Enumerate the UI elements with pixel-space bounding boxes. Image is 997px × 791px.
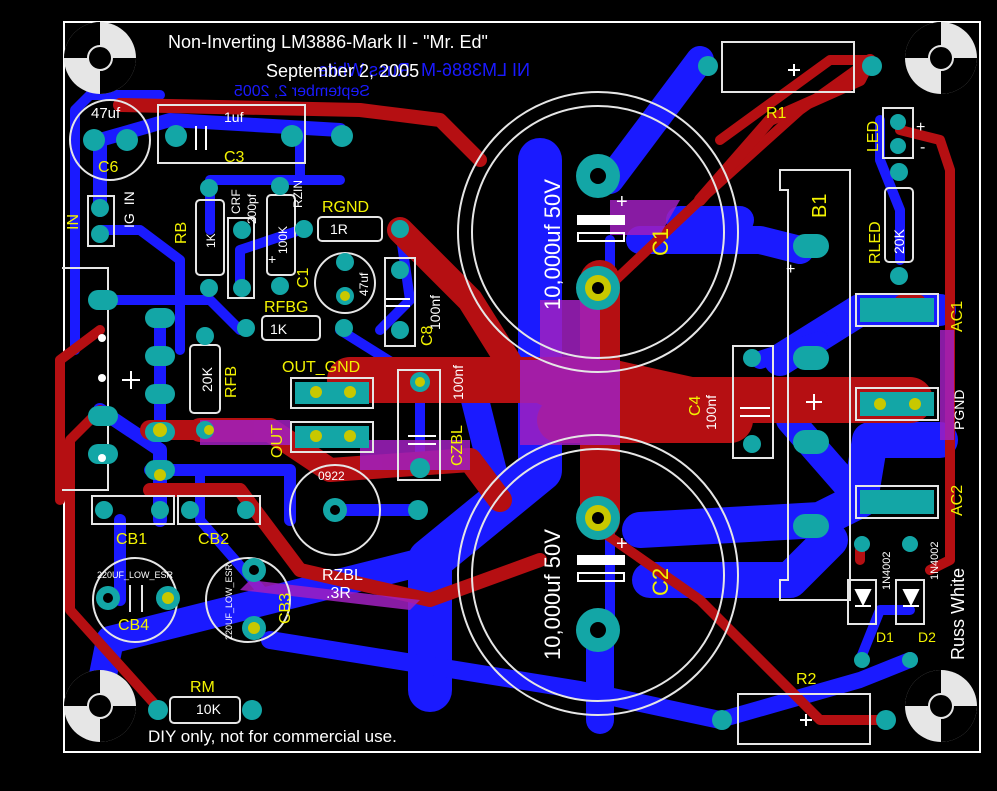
component-symbols: [122, 64, 920, 726]
ac2-label: AC2: [949, 485, 966, 516]
mounting-hole-bl: [64, 670, 136, 742]
pads: [83, 56, 934, 730]
c3-label: C3: [224, 149, 245, 166]
c4-value: 100nf: [703, 395, 719, 430]
footer-notice: DIY only, not for commercial use.: [148, 727, 397, 746]
c1-small-plus: +: [268, 251, 276, 267]
pgnd-label: PGND: [951, 390, 967, 430]
ac1-label: AC1: [949, 301, 966, 332]
c2-plus: +: [616, 533, 628, 555]
c8-value: 100nf: [427, 295, 443, 330]
rzbl-label: RZBL: [322, 567, 363, 584]
c2-outline: [457, 434, 739, 716]
r2-label: R2: [796, 671, 817, 688]
out-gnd-label: OUT_GND: [282, 359, 360, 376]
cb4-value: 220UF_LOW_ESR: [97, 570, 174, 580]
led-minus: -: [920, 139, 925, 156]
connector-pins: [98, 334, 106, 462]
cb3-label: CB3: [277, 593, 294, 624]
d2-label: D2: [918, 629, 936, 645]
crf-value: 200pf: [245, 193, 259, 224]
c2-big-label: C2: [648, 568, 673, 596]
r1-label: R1: [766, 105, 787, 122]
cb3-value: 220UF_LOW_ESR: [224, 563, 234, 640]
rgnd-label: RGND: [322, 199, 369, 216]
d1-value: 1N4002: [881, 551, 893, 590]
cb4-label: CB4: [118, 617, 149, 634]
c4-label: C4: [687, 395, 704, 416]
mirror-date: September 2, 2005: [234, 83, 370, 100]
rb-value: 1K: [204, 233, 218, 248]
ic-code: 0922: [318, 469, 345, 483]
mounting-hole-tl: [64, 22, 136, 94]
mirrored-bottom-text: NI LM3886-M Russ White September 2, 2005: [234, 60, 530, 100]
ig-in-label: IGIN: [121, 191, 137, 228]
c1-outline: [457, 91, 739, 373]
mounting-hole-tr: [905, 22, 977, 94]
overlap-regions: [200, 200, 954, 610]
rzin-label: RZIN: [291, 180, 305, 208]
mounting-holes: [64, 22, 977, 742]
c1-big-label: C1: [648, 228, 673, 256]
b1-label: B1: [809, 194, 831, 218]
led-label: LED: [865, 121, 882, 152]
d2-value: 1N4002: [929, 541, 941, 580]
in-label: IN: [65, 214, 82, 230]
component-labels: C6 C3 IN RB RGND C1 C8 RFBG RFB OUT_GND …: [65, 105, 966, 696]
c1-small-label: C1: [295, 267, 312, 288]
c3-value: 1uf: [224, 109, 244, 125]
b1-plus: +: [786, 261, 795, 278]
c8-label: C8: [419, 325, 436, 346]
czbl-value: 100nf: [450, 365, 466, 400]
c2-big-value: 10,000uf 50V: [540, 529, 565, 660]
board-date: September 2, 2005: [266, 61, 419, 81]
cb2-label: CB2: [198, 531, 229, 548]
rfbg-value: 1K: [270, 321, 288, 337]
c6-label: C6: [98, 159, 119, 176]
c1-big-value: 10,000uf 50V: [540, 179, 565, 310]
author-label: Russ White: [948, 568, 968, 660]
rm-value: 10K: [196, 701, 222, 717]
board-title: Non-Inverting LM3886-Mark II - "Mr. Ed": [168, 32, 488, 52]
rfb-value: 20K: [199, 366, 215, 392]
mirror-name: Russ White: [318, 60, 410, 80]
rzin-value: 100K: [276, 226, 290, 254]
rled-value: 20K: [891, 228, 907, 254]
mounting-hole-br: [905, 670, 977, 742]
rb-label: RB: [173, 222, 190, 244]
led-plus: +: [916, 119, 925, 136]
cb1-label: CB1: [116, 531, 147, 548]
crf-label: CRF: [229, 189, 243, 214]
out-label: OUT: [269, 424, 286, 458]
mirror-title: NI LM3886-M: [421, 60, 530, 80]
rzbl-value: .3R: [326, 585, 351, 602]
d1-label: D1: [876, 629, 894, 645]
czbl-label: CZBL: [449, 425, 466, 466]
c6-value: 47uf: [91, 105, 121, 122]
rm-label: RM: [190, 679, 215, 696]
c1-small-value: 47uf: [357, 272, 371, 296]
rfb-label: RFB: [223, 366, 240, 398]
c1-plus: +: [616, 191, 628, 213]
rled-label: RLED: [867, 221, 884, 264]
silk-text: Non-Inverting LM3886-Mark II - "Mr. Ed" …: [91, 32, 968, 746]
rfbg-label: RFBG: [264, 299, 308, 316]
rgnd-value: 1R: [330, 221, 348, 237]
